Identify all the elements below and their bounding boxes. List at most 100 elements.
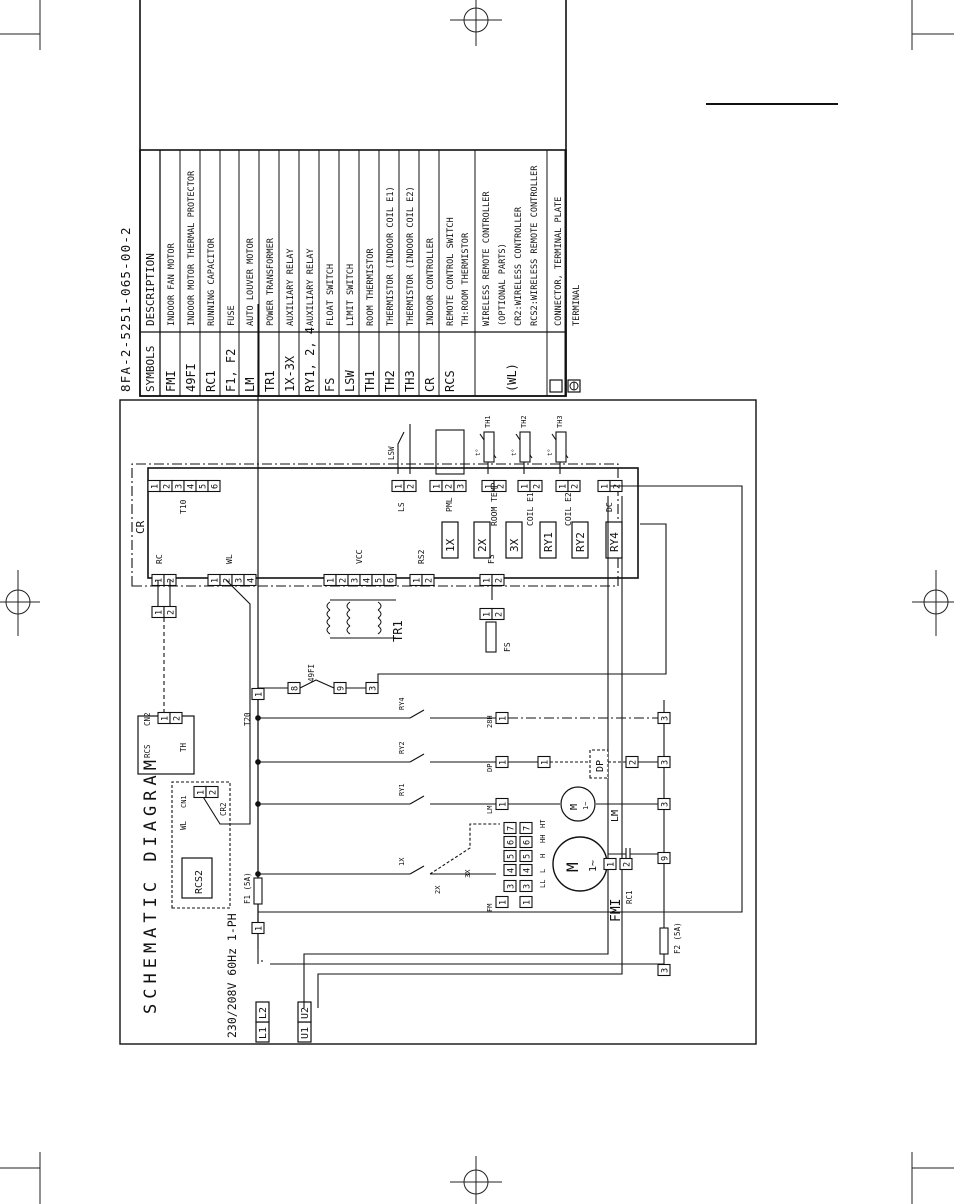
pin-number: 1 <box>155 578 165 583</box>
pin-number: 3 <box>235 578 245 583</box>
thermistor-th1-label: TH1 <box>484 415 492 428</box>
fm-top-pin <box>503 849 517 863</box>
pin-number: 1 <box>161 716 171 721</box>
transformer-coil <box>377 617 382 627</box>
relay-label: 1X <box>444 538 457 552</box>
rcs-pin-2 <box>169 711 183 725</box>
pin-number: 2 <box>223 578 233 583</box>
pin-number: 1 <box>499 900 509 905</box>
thermal-pin-9 <box>333 681 347 695</box>
relay-3x-label: 3X <box>464 869 472 878</box>
pin-number: 3 <box>507 884 517 889</box>
thermistor-th2 <box>519 431 531 463</box>
transformer-coil <box>377 625 382 635</box>
thermistor-th2-label: TH2 <box>520 415 528 428</box>
louver-motor-phase: 1~ <box>582 802 590 810</box>
cr-coil-e2-pin <box>567 479 581 493</box>
fm-tap-pin <box>519 895 533 909</box>
pin-number: 1 <box>521 484 531 489</box>
fuse-f1 <box>253 877 263 905</box>
pin-number: 6 <box>211 484 221 489</box>
transformer-coil <box>346 609 351 619</box>
legend-symbol: 49FI <box>184 363 198 392</box>
wire <box>429 823 500 875</box>
legend-description: TH:ROOM THERMISTOR <box>461 232 471 326</box>
fan-motor-label: FMI <box>609 899 624 922</box>
wl-cr2-label: CR2 <box>219 802 228 816</box>
relay-label: 3X <box>508 538 521 552</box>
pin-number: 2 <box>629 760 639 765</box>
thermistor-temp-symbol: t° <box>475 449 482 456</box>
wl-cn1-label: CN1 <box>180 795 188 808</box>
svg-text:L2: L2 <box>258 1007 269 1019</box>
tp-fm-label: FM <box>486 904 494 912</box>
pin-number: 3 <box>175 484 185 489</box>
pin-number: 3 <box>661 716 671 721</box>
cr-rc-pin-label: RC <box>155 554 164 564</box>
svg-text:U1: U1 <box>300 1027 311 1039</box>
fuse-f2-label: F2 (5A) <box>673 922 682 954</box>
pin-number: 3 <box>369 686 379 691</box>
legend-description: CR2:WIRELESS CONTROLLER <box>514 206 524 326</box>
description-header: DESCRIPTION <box>144 253 157 326</box>
legend-description: CONNECTOR, TERMINAL PLATE <box>554 197 564 326</box>
drain-pump-box <box>589 749 609 779</box>
cr-wl-pin <box>243 573 257 587</box>
pin-number: 1 <box>327 578 337 583</box>
limit-switch-label: LSW <box>387 446 396 460</box>
legend-description: AUXILIARY RELAY <box>306 248 316 326</box>
fm-tap-label: L <box>539 869 547 873</box>
pin-number: 2 <box>495 578 505 583</box>
pin-number: 6 <box>507 840 517 845</box>
relay-label: RY1 <box>542 532 555 552</box>
cr-coil-e2-pin-label: COIL E2 <box>564 492 573 526</box>
schematic-title: SCHEMATIC DIAGRAM <box>141 755 161 1014</box>
pin-number: 4 <box>187 484 197 489</box>
transformer-coil <box>326 625 331 635</box>
dp-pin-2 <box>625 755 639 769</box>
pin-number: 2 <box>209 790 219 795</box>
fm-top-pin <box>503 863 517 877</box>
transformer-label: TR1 <box>391 620 405 642</box>
pin-number: 2 <box>495 612 505 617</box>
legend-symbol: (WL) <box>505 363 519 392</box>
legend-symbol: TH2 <box>383 370 397 392</box>
tp-28h-label: 28H <box>486 715 494 728</box>
legend-description: POWER TRANSFORMER <box>266 237 276 326</box>
pin-number: 2 <box>445 484 455 489</box>
fm-top-pin <box>503 835 517 849</box>
relay-label: RY4 <box>608 532 621 552</box>
legend-symbol: FMI <box>164 370 178 392</box>
cr-pml-pin <box>453 479 467 493</box>
legend-description: (OPTIONAL PARTS) <box>498 243 508 326</box>
tb-t20-pin <box>251 687 265 701</box>
pin-number: 1 <box>151 484 161 489</box>
legend-symbol: RY1, 2, 4 <box>303 327 317 392</box>
cr-t10-label: T10 <box>179 499 188 514</box>
pin-number: 2 <box>425 578 435 583</box>
pin-number: 2 <box>163 484 173 489</box>
legend-symbol: TH3 <box>403 370 417 392</box>
pin-number: 1 <box>541 760 551 765</box>
cr-dc-pin-label: DC <box>605 502 614 512</box>
cr-room-temp-pin-label: ROOM TEMP <box>490 482 499 526</box>
cr-fs-pin <box>491 573 505 587</box>
transformer-coil <box>326 609 331 619</box>
pin-number: 2 <box>173 716 183 721</box>
pin-number: 5 <box>199 484 209 489</box>
legend-symbol: LSW <box>343 370 357 392</box>
legend-table <box>139 0 567 397</box>
pin-number: 1 <box>395 484 405 489</box>
pin-number: 1 <box>607 862 617 867</box>
tp-dp <box>495 755 509 769</box>
tp-dp-label: DP <box>486 764 494 772</box>
relay-contact-label: RY2 <box>398 741 406 754</box>
thermistor-th1 <box>483 431 495 463</box>
relay-2x <box>473 521 491 559</box>
cr-rs2-pin-label: RS2 <box>417 549 426 564</box>
tp-lm <box>495 797 509 811</box>
pin-number: 2 <box>533 484 543 489</box>
pin-number: 2 <box>407 484 417 489</box>
